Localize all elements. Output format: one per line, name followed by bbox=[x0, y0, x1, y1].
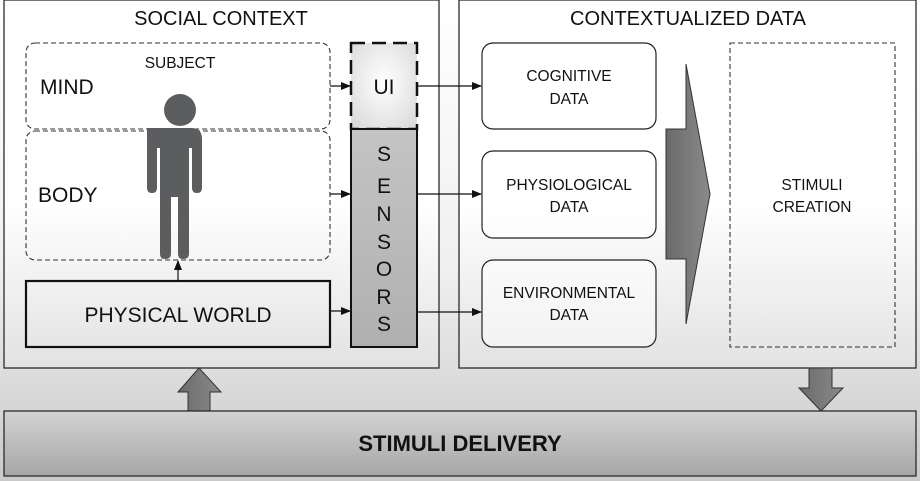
contextualized-data-panel: CONTEXTUALIZED DATA COGNITIVE DATA PHYSI… bbox=[417, 0, 917, 369]
sensors-letter: N bbox=[376, 203, 391, 226]
cognitive-data-line2: DATA bbox=[549, 91, 589, 108]
mind-label: MIND bbox=[40, 76, 94, 99]
stimuli-delivery-label: STIMULI DELIVERY bbox=[358, 431, 562, 456]
social-context-panel: SOCIAL CONTEXT SUBJECT MIND BODY PHYSICA… bbox=[3, 0, 440, 369]
body-label: BODY bbox=[38, 184, 98, 207]
down-arrow-icon bbox=[797, 367, 845, 412]
ui-label: UI bbox=[374, 76, 395, 99]
up-arrow-icon bbox=[176, 367, 223, 412]
sensors-letter: O bbox=[376, 258, 392, 281]
sensors-letter: S bbox=[377, 231, 391, 254]
big-right-arrow-icon bbox=[665, 63, 711, 325]
stimuli-creation-box bbox=[729, 42, 896, 348]
subject-label: SUBJECT bbox=[145, 55, 216, 72]
cognitive-data-box bbox=[481, 42, 657, 130]
environmental-data-line1: ENVIRONMENTAL bbox=[503, 285, 636, 302]
physiological-data-box bbox=[481, 150, 657, 239]
cognitive-data-line1: COGNITIVE bbox=[526, 68, 611, 85]
stimuli-delivery-panel: STIMULI DELIVERY bbox=[3, 410, 917, 477]
physiological-data-line2: DATA bbox=[549, 199, 589, 216]
contextualized-data-title: CONTEXTUALIZED DATA bbox=[570, 8, 807, 30]
environmental-data-box bbox=[481, 259, 657, 348]
sensors-letter: E bbox=[377, 175, 391, 198]
physical-world-label: PHYSICAL WORLD bbox=[84, 304, 271, 327]
environmental-data-line2: DATA bbox=[549, 307, 589, 324]
stimuli-delivery-box bbox=[3, 410, 917, 477]
physiological-data-line1: PHYSIOLOGICAL bbox=[506, 177, 632, 194]
person-icon bbox=[147, 94, 202, 259]
sensors-letter: S bbox=[377, 313, 391, 336]
sensors-letter: R bbox=[376, 286, 391, 309]
sensors-letter: S bbox=[377, 143, 391, 166]
social-context-title: SOCIAL CONTEXT bbox=[134, 8, 308, 30]
sensors-box bbox=[350, 128, 418, 348]
stimuli-creation-line2: CREATION bbox=[773, 199, 852, 216]
stimuli-creation-line1: STIMULI bbox=[781, 177, 842, 194]
mind-box bbox=[25, 42, 331, 130]
